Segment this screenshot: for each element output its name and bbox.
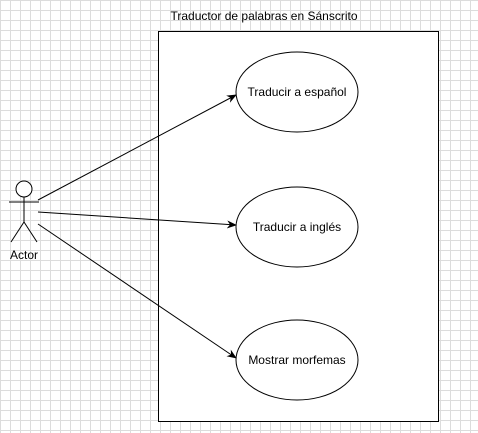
use-case-ellipse [235, 186, 359, 268]
use-case-traducir-espanol[interactable]: Traducir a español [235, 51, 359, 133]
use-case-label: Traducir a español [248, 85, 347, 99]
use-case-traducir-ingles[interactable]: Traducir a inglés [235, 186, 359, 268]
actor-head [15, 180, 33, 198]
system-title: Traductor de palabras en Sánscrito [171, 9, 358, 23]
association-arrow-3[interactable] [37, 223, 237, 359]
actor-left-leg [10, 221, 25, 243]
association-arrow-2[interactable] [37, 211, 237, 229]
actor-figure[interactable] [9, 180, 39, 243]
use-case-ellipse [235, 51, 359, 133]
use-case-ellipse [235, 319, 359, 401]
use-case-mostrar-morfemas[interactable]: Mostrar morfemas [235, 319, 359, 401]
use-case-label: Traducir a inglés [253, 220, 341, 234]
actor-label: Actor [10, 248, 38, 262]
use-case-label: Mostrar morfemas [248, 353, 345, 367]
actor-right-leg [23, 221, 38, 243]
association-arrow-1[interactable] [37, 94, 237, 201]
